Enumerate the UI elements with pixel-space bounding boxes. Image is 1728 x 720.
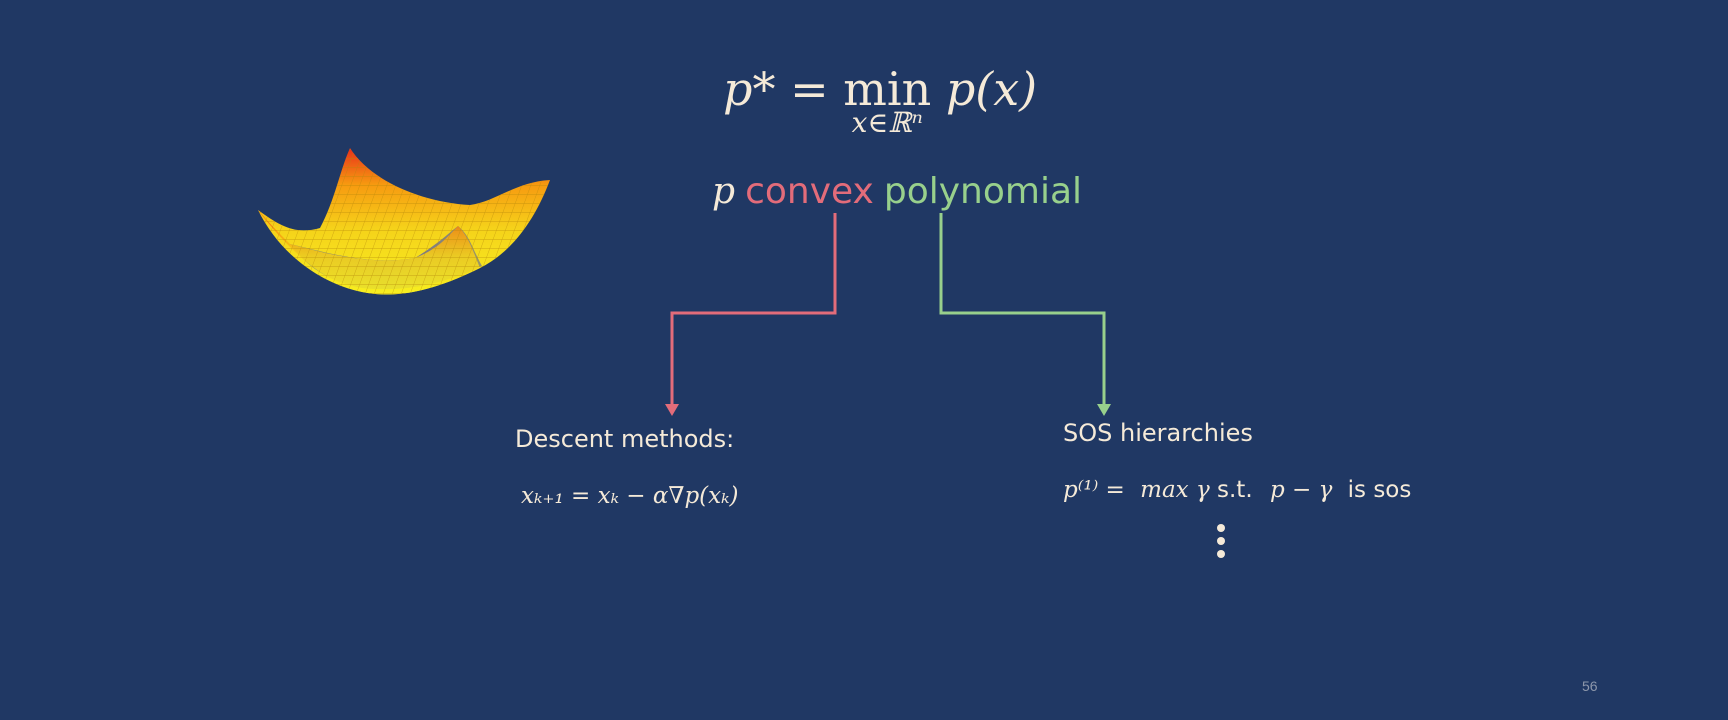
main-equation: p* = min x∈ℝⁿ p(x) <box>723 62 1038 139</box>
sos-expr: p − γ <box>1269 477 1333 503</box>
main-min-operator: min <box>843 62 932 116</box>
descent-title: Descent methods: <box>515 425 735 453</box>
sos-ellipsis: ⋮ <box>1213 522 1229 562</box>
arrowhead-sos <box>1097 404 1111 416</box>
main-lhs: p* <box>723 62 776 116</box>
page-number: 56 <box>1582 678 1598 694</box>
main-function: p(x) <box>945 62 1038 116</box>
arrow-polynomial-to-sos <box>939 213 1106 405</box>
subtitle-polynomial: polynomial <box>883 171 1083 212</box>
subtitle-line: p convex polynomial <box>712 170 1082 212</box>
arrow-convex-to-descent <box>670 213 837 405</box>
sos-tail: is sos <box>1347 477 1412 503</box>
descent-equation: xₖ₊₁ = xₖ − α∇p(xₖ) <box>521 483 739 509</box>
subtitle-var: p <box>712 171 736 212</box>
sos-max: max γ <box>1140 477 1210 503</box>
sos-st: s.t. <box>1217 477 1253 503</box>
sos-lhs: p⁽¹⁾ = <box>1063 477 1125 503</box>
main-equals: = <box>790 62 829 116</box>
sos-equation: p⁽¹⁾ = max γ s.t. p − γ is sos <box>1063 477 1411 503</box>
convex-surface-plot <box>258 148 550 295</box>
arrowhead-descent <box>665 404 679 416</box>
sos-title: SOS hierarchies <box>1063 419 1253 447</box>
subtitle-convex: convex <box>745 171 874 212</box>
main-min-subscript: x∈ℝⁿ <box>851 106 923 139</box>
